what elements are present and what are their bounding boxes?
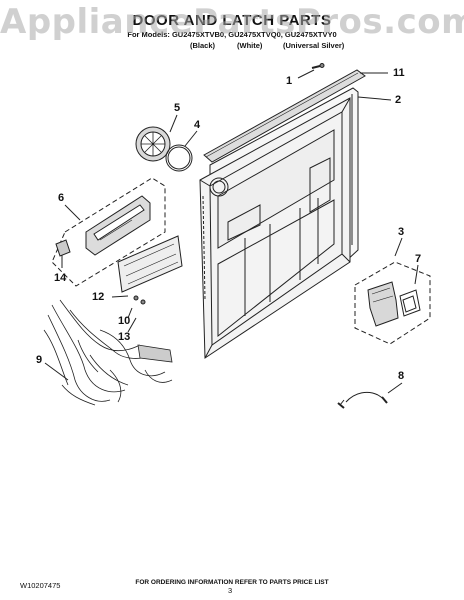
part-top-trim-strip: [203, 69, 366, 163]
callout-1: 1: [286, 75, 293, 87]
part-screw-top: [311, 63, 325, 69]
model-list: For Models: GU2475XTVB0, GU2475XTVQ0, GU…: [127, 30, 337, 39]
callout-4: 4: [194, 119, 201, 131]
document-number: W10207475: [20, 581, 61, 590]
callout-11: 11: [393, 67, 405, 79]
callout-3: 3: [398, 226, 405, 238]
part-latch-trim: [399, 289, 421, 317]
part-seal-ring: [165, 144, 193, 172]
color-label-black: (Black): [190, 41, 216, 50]
part-control-panel-group: [51, 177, 166, 287]
part-inner-door-panel: [199, 97, 351, 359]
color-label-silver: (Universal Silver): [283, 41, 345, 50]
callout-12: 12: [92, 291, 105, 303]
part-button-knob: [55, 239, 71, 257]
color-label-white: (White): [237, 41, 263, 50]
page-number: 3: [228, 586, 233, 595]
part-wire-harness: [43, 299, 173, 406]
part-dispenser-cap: [135, 126, 171, 162]
callout-9: 9: [36, 354, 43, 366]
callout-7: 7: [415, 253, 422, 265]
part-cable: [337, 391, 388, 409]
callout-5: 5: [174, 102, 181, 114]
callout-2: 2: [395, 94, 402, 106]
callout-6: 6: [58, 192, 65, 204]
part-control-board: [117, 235, 183, 293]
callout-13: 13: [118, 331, 131, 343]
part-latch-group: [354, 261, 431, 345]
part-screws-small: [133, 295, 146, 305]
callout-8: 8: [398, 370, 405, 382]
callout-14: 14: [54, 272, 67, 284]
page-title: DOOR AND LATCH PARTS: [132, 12, 332, 29]
callout-10: 10: [118, 315, 131, 327]
ordering-info: FOR ORDERING INFORMATION REFER TO PARTS …: [135, 579, 329, 586]
